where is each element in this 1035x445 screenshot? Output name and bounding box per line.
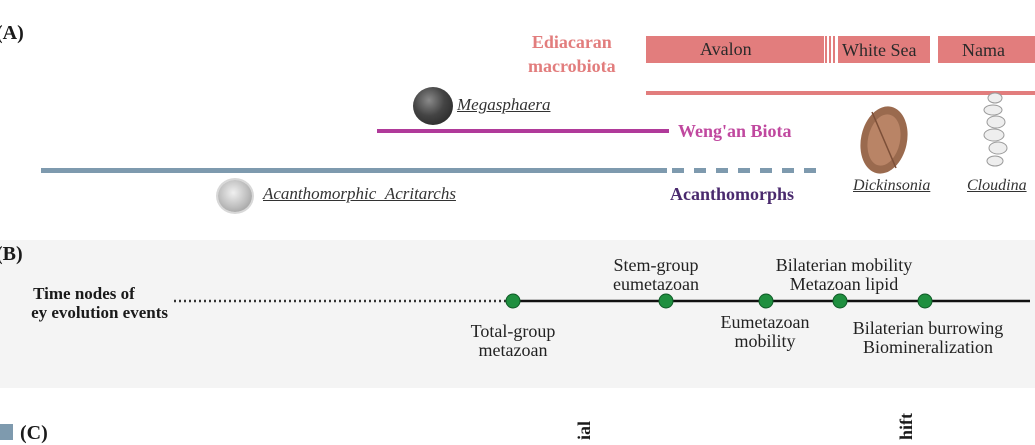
dickinsonia-label: Dickinsonia bbox=[853, 177, 931, 194]
wengan-label: Weng'an Biota bbox=[678, 121, 792, 141]
event-eumetazoan-line2: mobility bbox=[734, 331, 796, 351]
event-eumetazoan-line1: Eumetazoan bbox=[720, 312, 810, 332]
node-bilaterian-mobility bbox=[832, 293, 848, 309]
stage-separator bbox=[825, 36, 837, 63]
panel-c-label: (C) bbox=[20, 422, 48, 444]
event-stem-group-line2: eumetazoan bbox=[613, 274, 699, 294]
event-bilaterian-mobility-line2: Metazoan lipid bbox=[789, 274, 899, 294]
event-label-eumetazoan-mobility: Eumetazoan mobility bbox=[705, 313, 825, 351]
node-total-group-metazoan bbox=[505, 293, 521, 309]
panel-c-rotated-label-1: ial bbox=[574, 420, 594, 440]
stage-label-nama: Nama bbox=[962, 40, 1005, 60]
stage-label-avalon: Avalon bbox=[700, 39, 752, 59]
node-bilaterian-burrowing bbox=[917, 293, 933, 309]
panel-b-background bbox=[0, 240, 1035, 388]
acritarch-image bbox=[218, 180, 252, 212]
event-total-group-line1: Total-group bbox=[470, 321, 556, 341]
stage-box-nama bbox=[938, 36, 1035, 63]
stage-box-white-sea bbox=[838, 36, 930, 63]
wengan-range-line bbox=[377, 129, 669, 133]
panel-b-label: (B) bbox=[0, 243, 23, 265]
event-label-stem-group: Stem-group eumetazoan bbox=[600, 256, 712, 294]
stage-box-avalon bbox=[646, 36, 824, 63]
megasphaera-image bbox=[413, 87, 453, 125]
acritarch-range-line bbox=[41, 168, 667, 173]
event-label-bilaterian-burrowing: Bilaterian burrowing Biomineralization bbox=[838, 319, 1018, 357]
ediacaran-range-line bbox=[646, 91, 1035, 95]
event-stem-group-line1: Stem-group bbox=[613, 255, 699, 275]
acritarch-range-dashed bbox=[672, 168, 820, 173]
panel-a-label: (A) bbox=[0, 22, 24, 44]
event-burrowing-line1: Bilaterian burrowing bbox=[852, 318, 1004, 338]
megasphaera-label: Megasphaera bbox=[457, 95, 551, 114]
panel-c-rotated-label-2: hift bbox=[896, 413, 916, 440]
ediacaran-label-line2: macrobiota bbox=[528, 56, 616, 76]
event-total-group-line2: metazoan bbox=[478, 340, 548, 360]
event-label-total-group: Total-group metazoan bbox=[452, 322, 574, 360]
acritarch-label: Acanthomorphic_Acritarchs bbox=[263, 184, 456, 203]
stage-label-white-sea: White Sea bbox=[842, 40, 917, 60]
panel-b-heading-line1: Time nodes of bbox=[33, 284, 135, 303]
panel-b-heading-line2: ey evolution events bbox=[31, 303, 168, 322]
node-eumetazoan-mobility bbox=[758, 293, 774, 309]
node-stem-group-eumetazoan bbox=[658, 293, 674, 309]
ediacaran-label-line1: Ediacaran bbox=[531, 32, 612, 52]
cloudina-label: Cloudina bbox=[967, 177, 1027, 194]
ediacaran-label: Ediacaran macrobiota bbox=[528, 30, 616, 78]
event-burrowing-line2: Biomineralization bbox=[863, 337, 993, 357]
event-label-bilaterian-mobility: Bilaterian mobility Metazoan lipid bbox=[760, 256, 928, 294]
event-bilaterian-mobility-line1: Bilaterian mobility bbox=[775, 255, 913, 275]
panel-c-swatch bbox=[0, 424, 13, 440]
panel-b-heading: Time nodes of ey evolution events bbox=[0, 284, 168, 322]
acanthomorphs-label: Acanthomorphs bbox=[670, 184, 795, 204]
